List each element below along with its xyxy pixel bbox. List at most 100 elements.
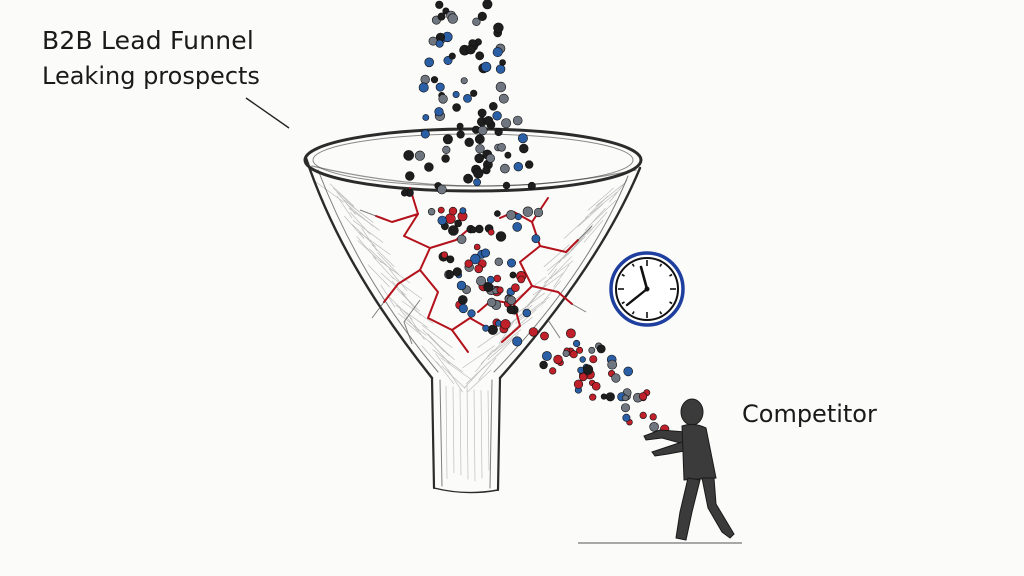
prospect-dot — [482, 166, 491, 175]
prospect-dot — [589, 355, 598, 364]
prospect-dot — [494, 210, 501, 217]
prospect-dot — [482, 324, 490, 332]
prospect-dot — [569, 350, 578, 359]
prospect-dot — [475, 51, 485, 61]
prospect-dot — [524, 160, 534, 169]
prospect-dot — [437, 215, 447, 226]
prospect-dot — [458, 303, 468, 314]
prospect-dot — [487, 228, 495, 236]
prospect-dot — [486, 275, 495, 284]
crack-branch-2 — [429, 227, 471, 249]
prospect-dot — [495, 64, 506, 74]
diagram-title: B2B Lead Funnel — [42, 26, 255, 55]
prospect-dot — [437, 184, 447, 195]
prospect-dot — [493, 274, 502, 283]
figure-arms — [643, 429, 687, 445]
funnel-cracks — [375, 187, 579, 353]
prospect-dot — [605, 392, 615, 402]
prospect-dot — [620, 403, 630, 413]
prospect-dot — [422, 114, 430, 121]
prospect-dot — [506, 258, 516, 268]
prospect-dot — [424, 57, 435, 68]
prospect-dot — [460, 77, 468, 85]
crack-branch-1 — [375, 213, 419, 223]
prospect-dot — [459, 207, 467, 215]
prospect-dot — [499, 59, 506, 66]
prospect-dot — [502, 181, 511, 190]
prospect-dot — [467, 309, 476, 318]
prospect-dot — [533, 207, 544, 218]
prospect-dot — [517, 133, 528, 144]
prospect-dot — [457, 234, 467, 245]
prospect-dot — [483, 281, 494, 292]
prospect-dot — [504, 151, 512, 159]
prospect-dot — [442, 134, 453, 145]
crack-main-right — [501, 197, 549, 343]
prospect-dot — [501, 118, 512, 129]
prospect-dot — [448, 52, 456, 60]
prospect-dot — [473, 243, 481, 251]
prospect-dot — [427, 208, 436, 216]
crack-branch-6 — [531, 285, 573, 305]
prospect-dot — [623, 366, 634, 377]
prospect-dot — [573, 379, 584, 389]
funnel-cone-left — [304, 156, 434, 380]
figure-torso — [681, 423, 717, 481]
prospect-dot — [463, 173, 473, 184]
clock-hour-hand — [639, 265, 649, 291]
prospect-dot — [476, 275, 487, 286]
prospect-dot — [437, 12, 446, 21]
prospect-dot — [542, 351, 552, 361]
prospect-dot — [472, 17, 481, 26]
prospect-dot — [639, 411, 647, 420]
prospect-dot — [591, 381, 601, 391]
funnel — [303, 127, 643, 494]
prospect-dot — [500, 163, 510, 174]
prospect-dot — [514, 213, 522, 221]
prospect-dot — [477, 11, 487, 21]
prospect-dot — [540, 331, 549, 341]
prospect-dot — [588, 346, 596, 354]
funnel-cone-right-inner — [493, 175, 629, 373]
prospect-dot — [579, 356, 586, 363]
prospect-dot — [447, 13, 458, 24]
prospect-dot — [506, 295, 516, 305]
prospect-dot — [506, 210, 516, 220]
prospect-dot — [506, 305, 516, 315]
prospect-dot — [509, 271, 517, 279]
crack-branch-8 — [451, 317, 485, 331]
funnel-spout-left-2 — [439, 379, 443, 487]
clock-minute-hand — [625, 287, 649, 307]
prospect-dot — [420, 129, 430, 139]
funnel-spout-bottom — [433, 487, 499, 494]
funnel-cracks-gray — [359, 209, 593, 345]
prospect-dot — [435, 82, 445, 92]
diagram-subtitle: Leaking prospects — [42, 62, 260, 90]
prospect-dot — [448, 225, 459, 236]
prospect-dot — [553, 354, 563, 365]
prospect-dot — [438, 94, 448, 104]
prospect-dot — [474, 134, 485, 145]
prospect-dot — [457, 295, 468, 305]
prospect-dot — [456, 130, 465, 139]
prospect-dot — [485, 153, 495, 163]
prospect-dot — [441, 154, 450, 163]
prospect-dot — [420, 74, 430, 85]
prospect-dot — [493, 22, 504, 33]
prospect-dot — [430, 76, 439, 84]
prospect-dot — [600, 393, 608, 400]
prospect-dot — [494, 127, 503, 137]
prospect-dot — [448, 206, 458, 216]
prospect-dot — [572, 339, 581, 348]
prospect-dot — [487, 297, 497, 308]
prospect-dot — [469, 226, 477, 234]
prospect-dot — [492, 47, 503, 58]
prospect-dot — [498, 93, 509, 104]
funnel-cone-right — [498, 166, 642, 380]
prospect-dot — [474, 264, 484, 274]
prospect-dot — [649, 413, 657, 421]
prospect-dot — [475, 144, 485, 154]
funnel-rim-shadow — [311, 165, 637, 187]
prospect-dot — [405, 171, 415, 181]
